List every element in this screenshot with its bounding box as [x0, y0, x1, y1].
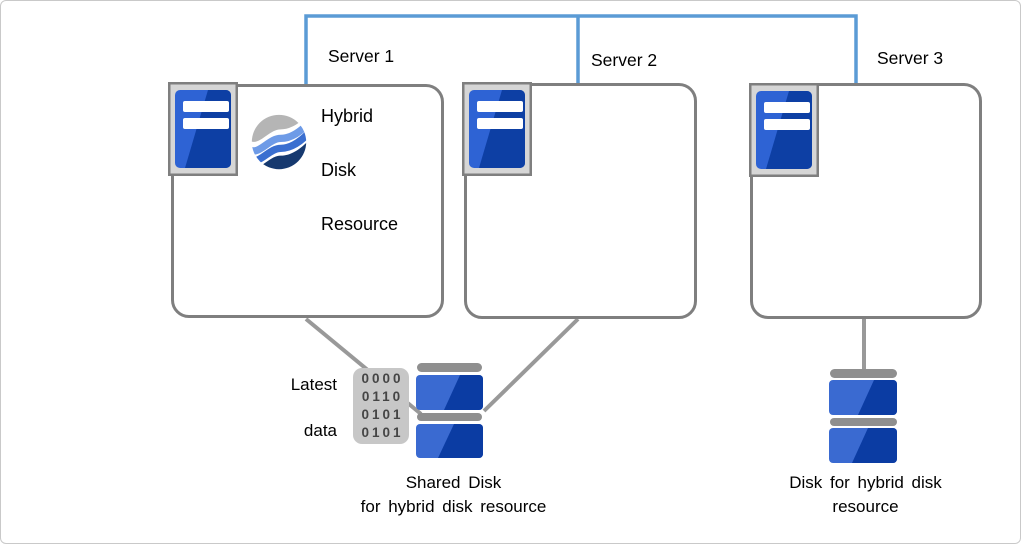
hybrid-disk-caption-line1: Disk for hybrid disk [789, 473, 942, 492]
server3-tower-icon [749, 83, 819, 177]
server2-tower-icon [462, 82, 532, 176]
resource-label-line2: Disk [321, 160, 356, 180]
server2-disk-connector [482, 317, 580, 413]
server2-box [464, 83, 697, 319]
server2-label: Server 2 [591, 50, 658, 70]
network-line [304, 14, 858, 84]
binary-row: 0101 [361, 425, 404, 440]
hybrid-disk-resource-icon [251, 114, 307, 170]
shared-disk-caption-line1: Shared Disk [405, 473, 502, 492]
latest-data-label: Latest data [251, 373, 337, 442]
hybrid-disk-caption-line2: resource [832, 497, 899, 516]
hybrid-disk-icon [829, 369, 897, 463]
server1-label: Server 1 [328, 46, 395, 66]
server1-tower-icon [168, 82, 238, 176]
shared-disk-caption-line2: for hybrid disk resource [360, 497, 547, 516]
latest-data-line1: Latest [290, 375, 337, 394]
binary-row: 0110 [361, 389, 404, 404]
resource-label-line1: Hybrid [321, 106, 374, 126]
shared-disk-caption: Shared Disk for hybrid disk resource [331, 471, 576, 519]
server3-label: Server 3 [877, 48, 944, 68]
hybrid-disk-resource-label: Hybrid Disk Resource [321, 103, 398, 238]
shared-disk-icon [416, 363, 483, 458]
latest-data-line2: data [303, 421, 337, 440]
latest-data-binary-icon: 0000 0110 0101 0101 [353, 368, 409, 444]
binary-row: 0000 [361, 371, 404, 386]
binary-row: 0101 [361, 407, 404, 422]
hybrid-disk-caption: Disk for hybrid disk resource [743, 471, 988, 519]
resource-label-line3: Resource [321, 214, 399, 234]
